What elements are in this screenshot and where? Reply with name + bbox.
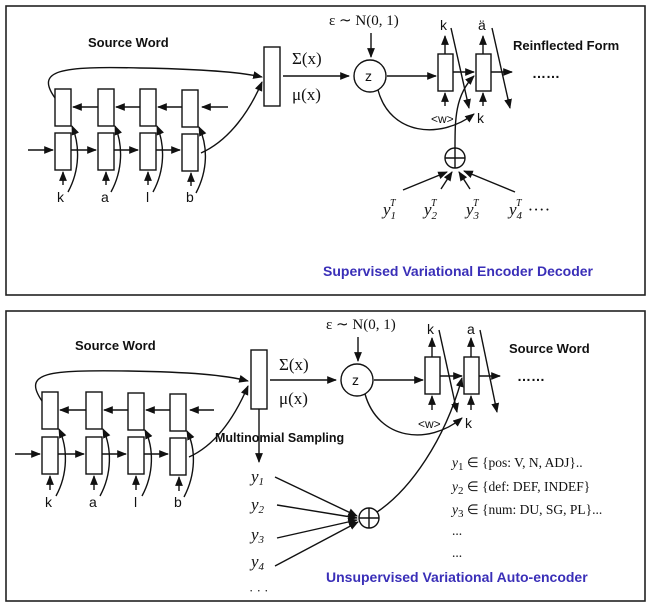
label-domain: y1 ∈ {pos: V, N, ADJ}..: [450, 455, 583, 473]
encoding-vector: [263, 46, 281, 107]
forward-final-state-arrow: [188, 385, 249, 458]
noise-label: ε ∼ N(0, 1): [329, 13, 399, 29]
decoder-input: <w>: [431, 112, 454, 126]
decoder-cell: [424, 356, 441, 395]
encoding-vector: [250, 349, 268, 410]
rnn-cell: [85, 436, 103, 475]
noise-label: ε ∼ N(0, 1): [326, 317, 396, 333]
latent-node: [353, 59, 387, 93]
encoder-backward-row: [41, 391, 214, 432]
rnn-cell: [181, 89, 199, 128]
encoder-forward-row: [15, 436, 187, 476]
backward-final-state-arrow: [47, 66, 263, 99]
rnn-cell: [41, 436, 59, 475]
sampled-label: y1: [249, 467, 264, 488]
tags-to-decoder-arrow: [454, 75, 475, 149]
label-domain: y3 ∈ {num: DU, SG, PL}...: [450, 502, 602, 520]
tag: y2T: [422, 198, 438, 222]
source-word-label: Source Word: [75, 338, 156, 353]
tag: y3T: [464, 198, 480, 222]
decoder-cell: [437, 53, 454, 92]
rnn-cell: [85, 391, 103, 430]
sigma-label: Σ(x): [279, 355, 309, 374]
labels-to-decoder-arrow: [376, 377, 464, 513]
rnn-cell: [97, 132, 115, 171]
decoder-input: <w>: [418, 417, 441, 431]
output-char: k: [440, 17, 448, 33]
label-domain: y2 ∈ {def: DEF, INDEF}: [450, 479, 590, 497]
rnn-cell: [169, 437, 187, 476]
decoder-input: k: [477, 110, 485, 126]
input-char: b: [174, 494, 182, 510]
rnn-cell: [41, 391, 59, 430]
output-label: Reinflected Form: [513, 38, 619, 53]
input-char: k: [57, 189, 65, 205]
latent-to-decoder-arrow: [364, 393, 463, 436]
ellipsis: ……: [517, 368, 545, 384]
sampling-label: Multinomial Sampling: [215, 431, 344, 445]
sigma-label: Σ(x): [292, 49, 322, 68]
latent-label: z: [365, 68, 372, 84]
rnn-cell: [127, 436, 145, 475]
rnn-cell: [54, 132, 72, 171]
panel-caption: Supervised Variational Encoder Decoder: [323, 263, 594, 279]
output-char: ä: [478, 17, 486, 33]
panel-caption: Unsupervised Variational Auto-encoder: [326, 569, 588, 585]
sampled-label: y4: [249, 552, 265, 573]
rnn-cell: [181, 133, 199, 172]
input-arrows: [59, 125, 207, 194]
tag: y1T: [381, 198, 397, 222]
output-label: Source Word: [509, 341, 590, 356]
input-char: b: [186, 189, 194, 205]
output-char: k: [427, 321, 435, 337]
rnn-cell: [139, 88, 157, 127]
backward-final-state-arrow: [35, 370, 249, 402]
decoder-cell: [463, 356, 480, 395]
label-domain-list: y1 ∈ {pos: V, N, ADJ}.. y2 ∈ {def: DEF, …: [450, 455, 602, 560]
encoder-backward-row: [54, 88, 228, 128]
tag: y4T····: [507, 198, 550, 222]
input-char: a: [101, 189, 109, 205]
label-domain: ...: [452, 523, 462, 538]
rnn-cell: [97, 88, 115, 127]
ellipsis: ……: [532, 65, 560, 81]
rnn-cell: [127, 392, 145, 431]
input-char: k: [45, 494, 53, 510]
latent-node: [340, 363, 374, 397]
input-arrows: [46, 428, 195, 498]
mu-label: μ(x): [292, 85, 321, 104]
forward-final-state-arrow: [200, 81, 263, 154]
sampled-label-list: y1 y2 y3 y4 · · ·: [249, 467, 269, 598]
rnn-cell: [169, 393, 187, 432]
input-char: l: [134, 494, 137, 510]
sampled-label: y2: [249, 495, 265, 516]
latent-to-decoder-arrow: [377, 89, 475, 131]
encoder-forward-row: [28, 132, 199, 172]
output-char: a: [467, 321, 475, 337]
input-char: l: [146, 189, 149, 205]
mu-label: μ(x): [279, 389, 308, 408]
decoder-input: k: [465, 415, 473, 431]
source-word-label: Source Word: [88, 35, 169, 50]
panel-supervised: Source Word: [5, 5, 646, 296]
decoder-cell: [475, 53, 492, 92]
sampled-label-ellipsis: · · ·: [249, 583, 269, 598]
rnn-cell: [139, 132, 157, 171]
panel-frame: [5, 310, 646, 602]
rnn-cell: [54, 88, 72, 127]
panel-unsupervised: Source Word: [5, 310, 646, 602]
label-domain: ...: [452, 545, 462, 560]
sampled-label: y3: [249, 525, 265, 546]
input-char: a: [89, 494, 97, 510]
tag-list: y1T y2T y3T y4T····: [381, 198, 550, 222]
latent-label: z: [352, 372, 359, 388]
